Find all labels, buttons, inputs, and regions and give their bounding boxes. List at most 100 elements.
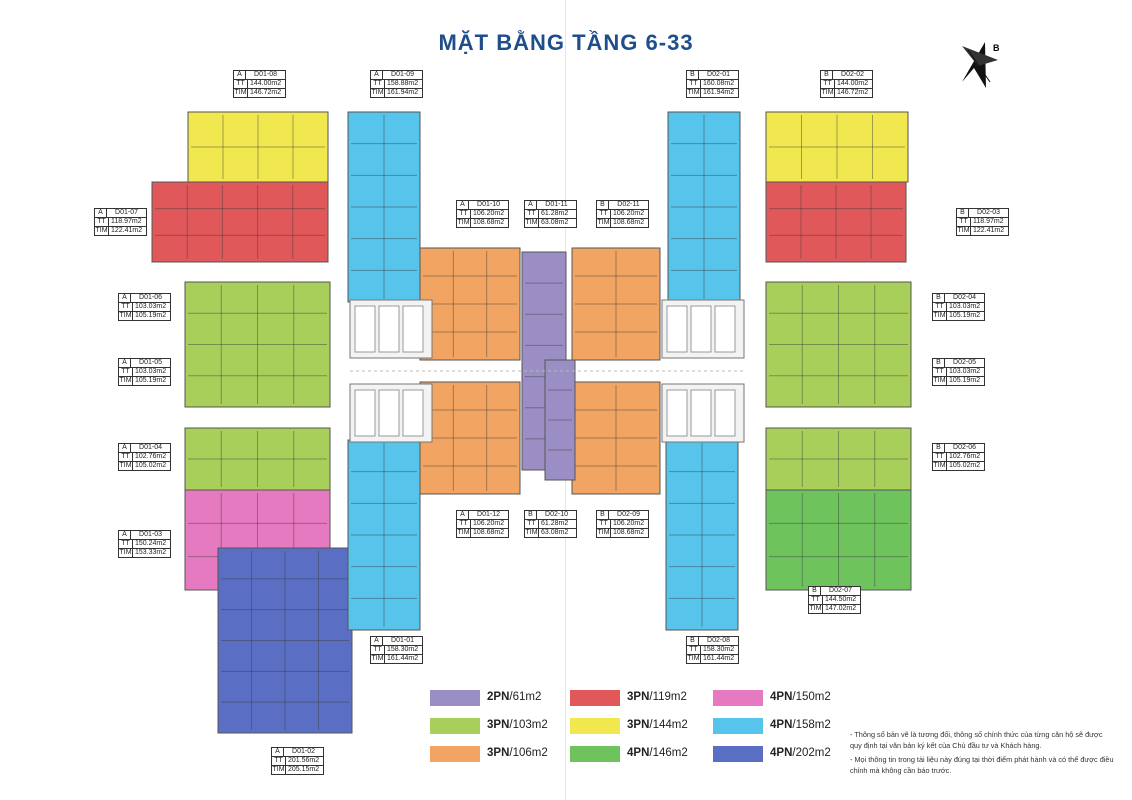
legend-swatch [570, 690, 620, 706]
tim-label: TIM [234, 89, 248, 97]
unit-block: B [597, 201, 609, 209]
unit-block: A [457, 511, 469, 519]
unit-code: D02-11 [617, 201, 640, 208]
tt-value: 144.00m2 [250, 80, 282, 87]
legend-swatch [430, 690, 480, 706]
tim-label: TIM [597, 219, 611, 227]
tt-value: 61.28m2 [541, 210, 569, 217]
tt-label: TT [119, 303, 133, 311]
unit-d02-07 [765, 489, 912, 591]
unit-block: A [119, 444, 131, 452]
unit-block: B [933, 444, 945, 452]
unit-code: D01-02 [292, 748, 315, 755]
core-right-top-cell [690, 305, 712, 353]
tim-value: 108.68m2 [473, 219, 505, 226]
core-left-top-cell [378, 305, 400, 353]
tim-value: 147.02m2 [825, 605, 857, 612]
unit-block: A [119, 531, 131, 539]
tt-label: TT [525, 210, 539, 218]
unit-code: D01-04 [139, 444, 162, 451]
tt-value: 106.20m2 [613, 520, 645, 527]
unit-d02-06-walls [769, 431, 908, 487]
legend-label: 4PN/150m2 [770, 691, 831, 703]
unit-d02-04-05 [765, 281, 912, 408]
compass-letter: B [993, 43, 1000, 53]
legend-rooms: 4PN [770, 747, 793, 759]
unit-d02-04-05-walls [769, 285, 908, 404]
tim-label: TIM [687, 655, 701, 663]
tt-value: 103.03m2 [949, 368, 981, 375]
legend-item: 4PN/150m2 [713, 690, 843, 706]
unit-code: D01-05 [139, 359, 162, 366]
tt-label: TT [95, 218, 109, 226]
unit-code: D01-06 [139, 294, 162, 301]
legend-item: 2PN/61m2 [430, 690, 560, 706]
legend-item: 3PN/106m2 [430, 746, 560, 762]
unit-d02-06 [765, 427, 912, 491]
legend-label: 3PN/144m2 [627, 719, 688, 731]
tt-label: TT [119, 368, 133, 376]
note-1: - Thông số bản vẽ là tương đối, thông số… [850, 730, 1103, 750]
tim-value: 108.68m2 [613, 529, 645, 536]
legend-swatch [570, 718, 620, 734]
unit-d02-11-walls [575, 251, 657, 357]
tt-value: 201.56m2 [288, 757, 320, 764]
unit-block: A [95, 209, 107, 217]
unit-code: D01-08 [254, 71, 277, 78]
unit-code: D01-09 [391, 71, 414, 78]
unit-block: B [821, 71, 833, 79]
tt-label: TT [809, 596, 823, 604]
tim-label: TIM [597, 529, 611, 537]
tt-value: 102.76m2 [949, 453, 981, 460]
tt-label: TT [525, 520, 539, 528]
tim-label: TIM [933, 377, 947, 385]
tt-value: 150.24m2 [135, 540, 167, 547]
unit-d01-07-walls [155, 185, 325, 259]
legend-rooms: 2PN [487, 691, 510, 703]
unit-d01-04 [184, 427, 331, 491]
tim-value: 105.02m2 [949, 462, 981, 469]
core-left-top-cell [354, 305, 376, 353]
legend-area: /144m2 [649, 719, 688, 731]
core-right-bottom-cell [666, 389, 688, 437]
tim-label: TIM [525, 219, 539, 227]
tim-value: 146.72m2 [837, 89, 869, 96]
tim-value: 146.72m2 [250, 89, 282, 96]
unit-block: B [933, 294, 945, 302]
tt-value: 61.28m2 [541, 520, 569, 527]
unit-d02-07-walls [769, 493, 908, 587]
unit-d01-12 [419, 381, 521, 495]
legend-item: 4PN/146m2 [570, 746, 700, 762]
unit-block: A [119, 359, 131, 367]
tim-value: 161.44m2 [387, 655, 419, 662]
unit-d01-04-walls [188, 431, 327, 487]
tim-value: 161.44m2 [703, 655, 735, 662]
unit-code: D02-08 [707, 637, 730, 644]
legend-item: 4PN/202m2 [713, 746, 843, 762]
legend-swatch [713, 718, 763, 734]
tim-label: TIM [687, 89, 701, 97]
unit-d01-08 [187, 111, 329, 183]
unit-block: A [371, 71, 383, 79]
disclaimer-notes: - Thông số bản vẽ là tương đối, thông số… [850, 729, 1115, 779]
tt-label: TT [457, 210, 471, 218]
unit-code: D01-10 [477, 201, 500, 208]
unit-code: D01-12 [477, 511, 500, 518]
tt-value: 118.97m2 [973, 218, 1004, 225]
tt-label: TT [272, 757, 286, 765]
legend-rooms: 4PN [770, 719, 793, 731]
unit-code: D02-10 [545, 511, 568, 518]
unit-d02-08-walls [669, 443, 735, 627]
tim-label: TIM [119, 377, 133, 385]
unit-d02-11 [571, 247, 661, 361]
tt-value: 102.76m2 [135, 453, 167, 460]
tim-value: 122.41m2 [111, 227, 143, 234]
legend-area: /106m2 [509, 747, 548, 759]
legend-swatch [430, 746, 480, 762]
